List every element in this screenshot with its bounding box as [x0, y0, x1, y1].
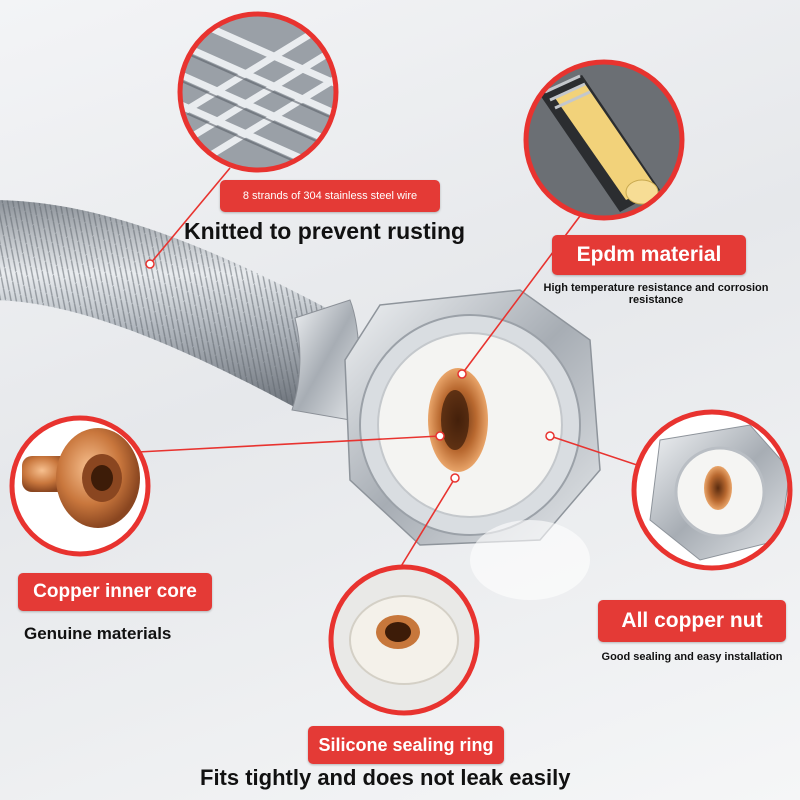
copper-nut-badge: All copper nut — [598, 600, 786, 642]
epdm-closeup-circle — [523, 59, 685, 221]
callout-dots — [145, 259, 555, 483]
seal-ring-badge: Silicone sealing ring — [308, 726, 504, 764]
washer-reflection — [470, 520, 590, 600]
epdm-badge: Epdm material — [552, 235, 746, 275]
braided-hose — [0, 200, 330, 410]
copper-core-closeup-circle — [9, 415, 151, 557]
seal-ring-caption: Fits tightly and does not leak easily — [200, 765, 571, 790]
hex-nut — [344, 289, 601, 546]
braid-badge: 8 strands of 304 stainless steel wire — [220, 180, 440, 212]
braid-closeup-circle — [177, 11, 339, 173]
seal-ring-closeup-circle — [328, 564, 480, 716]
epdm-caption: High temperature resistance and corrosio… — [543, 282, 769, 306]
copper-nut-caption: Good sealing and easy installation — [601, 651, 783, 663]
copper-nut-closeup-circle — [631, 409, 793, 571]
braid-caption: Knitted to prevent rusting — [184, 218, 466, 244]
copper-core-badge: Copper inner core — [18, 573, 212, 611]
copper-core-caption: Genuine materials — [24, 624, 172, 643]
